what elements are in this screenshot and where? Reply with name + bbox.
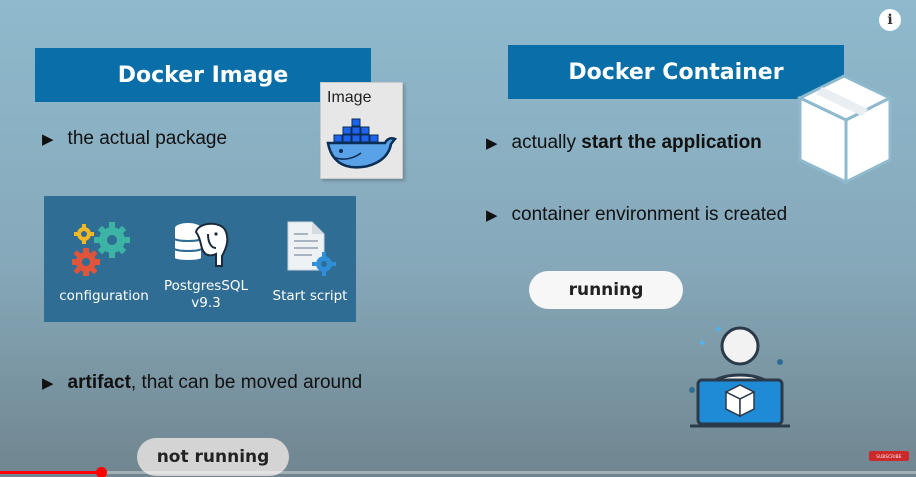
component-postgres-label: PostgresSQL v9.3 bbox=[163, 278, 249, 311]
bullet-text: , that can be moved around bbox=[130, 372, 363, 393]
image-card: Image bbox=[320, 82, 403, 179]
bullet-artifact: ▶ artifact , that can be moved around bbox=[42, 372, 362, 394]
bullet-marker: ▶ bbox=[42, 131, 54, 148]
component-start-script-label: Start script bbox=[272, 288, 348, 304]
bullet-marker: ▶ bbox=[42, 375, 54, 392]
not-running-pill: not running bbox=[137, 438, 289, 476]
bullet-actual-package: ▶ the actual package bbox=[42, 128, 227, 150]
bullet-start-application: ▶ actually start the application bbox=[486, 132, 762, 154]
docker-whale-icon bbox=[326, 118, 398, 169]
bullet-text: actually bbox=[511, 132, 582, 153]
bullet-bold-text: artifact bbox=[67, 372, 131, 393]
video-progress-bar[interactable] bbox=[0, 467, 916, 477]
info-button[interactable]: i bbox=[879, 9, 901, 31]
box-icon bbox=[796, 74, 894, 185]
progress-scrubber[interactable] bbox=[95, 467, 107, 477]
subscribe-button[interactable]: SUBSCRIBE bbox=[869, 451, 909, 461]
image-components-panel: configuration PostgresSQL v9.3 bbox=[44, 196, 356, 322]
developer-laptop-icon bbox=[689, 326, 790, 428]
docker-image-header: Docker Image bbox=[35, 48, 371, 102]
bullet-marker: ▶ bbox=[486, 207, 498, 224]
postgres-elephant-icon bbox=[173, 221, 229, 267]
bullet-text: the actual package bbox=[67, 128, 228, 149]
bullet-bold-text: start the application bbox=[581, 132, 762, 153]
running-pill: running bbox=[529, 271, 683, 309]
progress-fill bbox=[0, 471, 101, 474]
bullet-marker: ▶ bbox=[486, 135, 498, 152]
image-card-label: Image bbox=[327, 89, 372, 106]
docker-container-header: Docker Container bbox=[508, 45, 844, 99]
component-configuration-label: configuration bbox=[59, 288, 149, 304]
gears-icon bbox=[72, 222, 130, 276]
bullet-text: container environment is created bbox=[511, 204, 788, 225]
bullet-environment-created: ▶ container environment is created bbox=[486, 204, 787, 226]
script-document-icon bbox=[287, 221, 336, 276]
